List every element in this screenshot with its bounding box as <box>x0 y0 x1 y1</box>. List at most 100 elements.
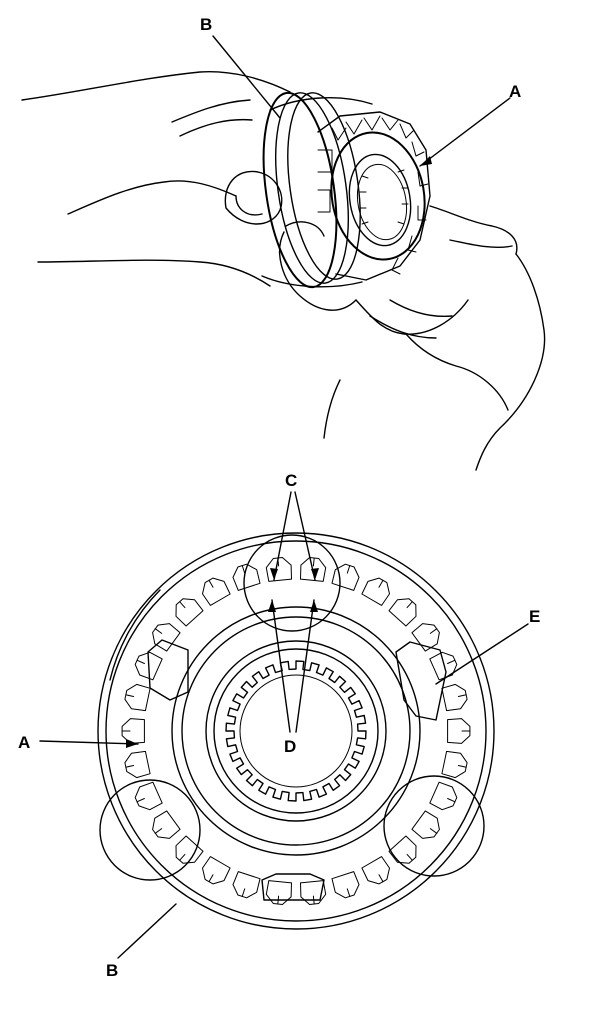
hub-tooth <box>202 856 231 885</box>
hub-tooth-ridge <box>179 601 186 609</box>
label-d: D <box>284 737 296 756</box>
leader-c-left <box>273 491 292 581</box>
callout-circle-left <box>99 779 201 881</box>
hub-tooth-ridge <box>136 798 145 803</box>
hub-tooth-ridge <box>312 557 315 567</box>
hub-tooth <box>232 563 261 591</box>
hub-ring-4 <box>213 648 379 814</box>
hub-tooth-ridge <box>447 798 456 803</box>
hub-tooth <box>152 623 181 652</box>
hub-tooth <box>265 557 292 582</box>
hub-tooth <box>175 598 204 627</box>
sleeve-outer-ring <box>97 532 495 930</box>
hub-tooth <box>124 750 151 779</box>
hub-tooth <box>411 810 440 839</box>
hub-tooth <box>361 856 390 885</box>
hub-tooth <box>300 880 327 905</box>
leader-bottom-b <box>117 903 177 959</box>
left-hand <box>21 70 291 287</box>
hub-tooth-ridge <box>378 874 384 883</box>
hub-tooth <box>331 871 360 899</box>
leader-d-right <box>295 599 315 733</box>
hub-tooth-ridge <box>447 659 456 664</box>
leader-d-left <box>271 599 291 733</box>
hub-tooth <box>429 781 458 811</box>
upper-illustration: B A <box>21 15 546 471</box>
hub-tooth-ridge <box>208 579 214 588</box>
hub-teeth-row <box>317 115 429 275</box>
insert-pad-bottom <box>261 873 325 901</box>
hub-tooth <box>388 598 417 627</box>
hub-splines <box>225 660 367 802</box>
hub-tooth <box>134 781 163 811</box>
hub-tooth-ridge <box>378 579 384 588</box>
hub-teeth <box>121 557 471 905</box>
hub-ring-3 <box>205 640 387 822</box>
hub-tooth-ridge <box>241 888 246 897</box>
hub-tooth <box>411 623 440 652</box>
hub-tooth-ridge <box>406 601 413 609</box>
hub-tooth-ridge <box>136 659 145 664</box>
hub-tooth <box>388 835 417 864</box>
hub-tooth-ridge <box>241 565 246 574</box>
hub-tooth <box>152 810 181 839</box>
hub-tooth-ridge <box>406 853 413 861</box>
hub-tooth-ridge <box>429 628 438 634</box>
insert-pad-left <box>147 639 189 701</box>
hub-tooth-ridge <box>154 828 163 834</box>
inner-splines <box>359 169 409 225</box>
hub-tooth <box>300 557 327 582</box>
hub-tooth <box>202 577 231 606</box>
label-e: E <box>529 607 540 626</box>
label-c: C <box>285 471 297 490</box>
hub-tooth <box>429 651 458 681</box>
lower-illustration: C D A E B <box>18 471 540 980</box>
hub-outer-ring <box>171 606 421 856</box>
sleeve-inner-ring <box>105 540 487 922</box>
label-top-b: B <box>200 15 212 34</box>
leader-bottom-a <box>39 740 139 745</box>
hub-tooth <box>331 563 360 591</box>
hub-tooth <box>124 683 151 712</box>
hub-ring-2 <box>181 616 411 846</box>
label-top-a: A <box>509 82 521 101</box>
leader-c-right <box>294 491 316 581</box>
leader-e <box>435 623 529 685</box>
label-bottom-a: A <box>18 733 30 752</box>
hub-tooth <box>447 718 471 744</box>
arrowhead-d-right <box>310 600 318 612</box>
arrowhead-top-a <box>420 156 432 166</box>
label-bottom-b: B <box>106 961 118 980</box>
insert-pad-right <box>395 641 447 721</box>
callout-circle-top <box>243 534 341 632</box>
hub-tooth-ridge <box>346 565 351 574</box>
hub-tooth-ridge <box>208 874 214 883</box>
hub-tooth-ridge <box>429 828 438 834</box>
synchro-assembly-photo <box>261 91 431 289</box>
leader-top-b <box>212 35 281 119</box>
callout-circle-right <box>383 775 485 877</box>
leader-top-a <box>419 97 511 167</box>
hub-tooth <box>175 835 204 864</box>
hub-tooth-ridge <box>179 853 186 861</box>
right-hand <box>279 205 546 471</box>
hub-tooth <box>361 577 390 606</box>
hub-tooth <box>232 871 261 899</box>
bore-circle <box>239 674 353 788</box>
arrowhead-d-left <box>268 600 276 612</box>
hub-tooth-ridge <box>125 765 135 768</box>
hub-tooth-ridge <box>457 765 467 768</box>
spline-profile <box>225 660 367 802</box>
arrowhead-c-left <box>270 568 278 580</box>
hub-tooth-ridge <box>457 694 467 697</box>
hub-tooth <box>441 683 468 712</box>
arrowhead-bottom-a <box>126 739 138 748</box>
hub-tooth <box>441 750 468 779</box>
hub-tooth-ridge <box>154 628 163 634</box>
hub-tooth-ridge <box>125 694 135 697</box>
hub-tooth <box>265 880 292 905</box>
hub-tooth-ridge <box>346 888 351 897</box>
arrowhead-c-right <box>311 568 319 580</box>
